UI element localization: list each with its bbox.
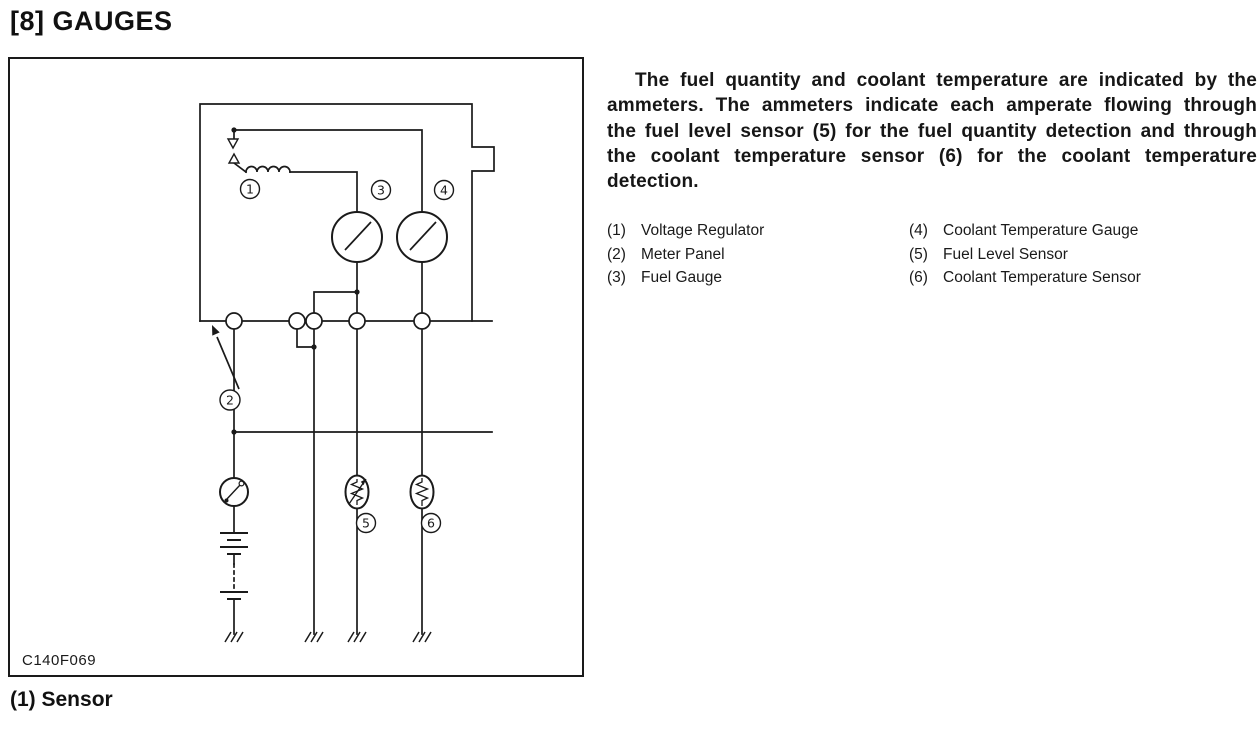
callout-3-label: 3 (377, 183, 385, 198)
sensor-switch-icon (219, 477, 249, 507)
callout-4-label: 4 (440, 183, 448, 198)
meter-panel-arrow-icon (212, 325, 240, 390)
coolant-temp-sensor-icon (409, 474, 435, 510)
callout-2: 2 (219, 389, 241, 411)
legend-item-5: (5) Fuel Level Sensor (909, 243, 1257, 266)
callout-1-label: 1 (246, 182, 254, 197)
legend-item-3-label: Fuel Gauge (641, 268, 722, 286)
legend: (1) Voltage Regulator (2) Meter Panel (3… (607, 219, 1257, 289)
contact-icon (226, 138, 241, 164)
callout-2-label: 2 (226, 393, 234, 408)
section-heading-sensor: (1) Sensor (10, 688, 113, 711)
legend-item-5-number: (5) (909, 245, 928, 263)
legend-item-6: (6) Coolant Temperature Sensor (909, 266, 1257, 289)
callout-4: 4 (433, 179, 455, 201)
bus-connector-circles (225, 312, 431, 330)
legend-item-1-number: (1) (607, 222, 626, 240)
figure-caption: C140F069 (22, 652, 97, 669)
fuel-gauge-icon (331, 211, 383, 263)
page-title: [8] GAUGES (10, 6, 173, 36)
callout-5: 5 (355, 512, 377, 534)
callout-5-label: 5 (362, 516, 370, 531)
legend-item-4-label: Coolant Temperature Gauge (943, 222, 1139, 240)
callout-6-label: 6 (427, 516, 435, 531)
wires (199, 103, 495, 635)
ground-icons (224, 631, 432, 643)
legend-item-2-number: (2) (607, 245, 626, 263)
legend-item-5-label: Fuel Level Sensor (943, 245, 1068, 263)
coil-icon (245, 165, 291, 173)
fuel-level-sensor-icon (344, 474, 370, 510)
legend-item-6-label: Coolant Temperature Sensor (943, 268, 1141, 286)
legend-item-1-label: Voltage Regulator (641, 222, 765, 240)
legend-right-column: (4) Coolant Temperature Gauge (5) Fuel L… (909, 219, 1257, 289)
figure-box: 1 2 3 4 5 6 C140F069 (8, 57, 584, 677)
description-column: The fuel quantity and coolant temperatur… (607, 68, 1257, 289)
callout-6: 6 (420, 512, 442, 534)
callout-labels: 1 2 3 4 5 6 (219, 178, 455, 534)
callout-1: 1 (239, 178, 261, 200)
wiring-diagram: 1 2 3 4 5 6 (199, 103, 495, 643)
legend-item-4: (4) Coolant Temperature Gauge (909, 219, 1257, 242)
legend-left-column: (1) Voltage Regulator (2) Meter Panel (3… (607, 219, 909, 289)
legend-item-3: (3) Fuel Gauge (607, 266, 909, 289)
legend-item-4-number: (4) (909, 222, 928, 240)
legend-item-2-label: Meter Panel (641, 245, 725, 263)
legend-item-3-number: (3) (607, 268, 626, 286)
callout-3: 3 (370, 179, 392, 201)
legend-item-1: (1) Voltage Regulator (607, 219, 909, 242)
legend-item-6-number: (6) (909, 268, 928, 286)
junction-dots (231, 127, 360, 435)
battery-icon (220, 532, 248, 600)
description-paragraph: The fuel quantity and coolant temperatur… (607, 70, 1257, 193)
legend-item-2: (2) Meter Panel (607, 243, 909, 266)
coolant-temp-gauge-icon (396, 211, 448, 263)
top-loop-wire (199, 103, 495, 322)
